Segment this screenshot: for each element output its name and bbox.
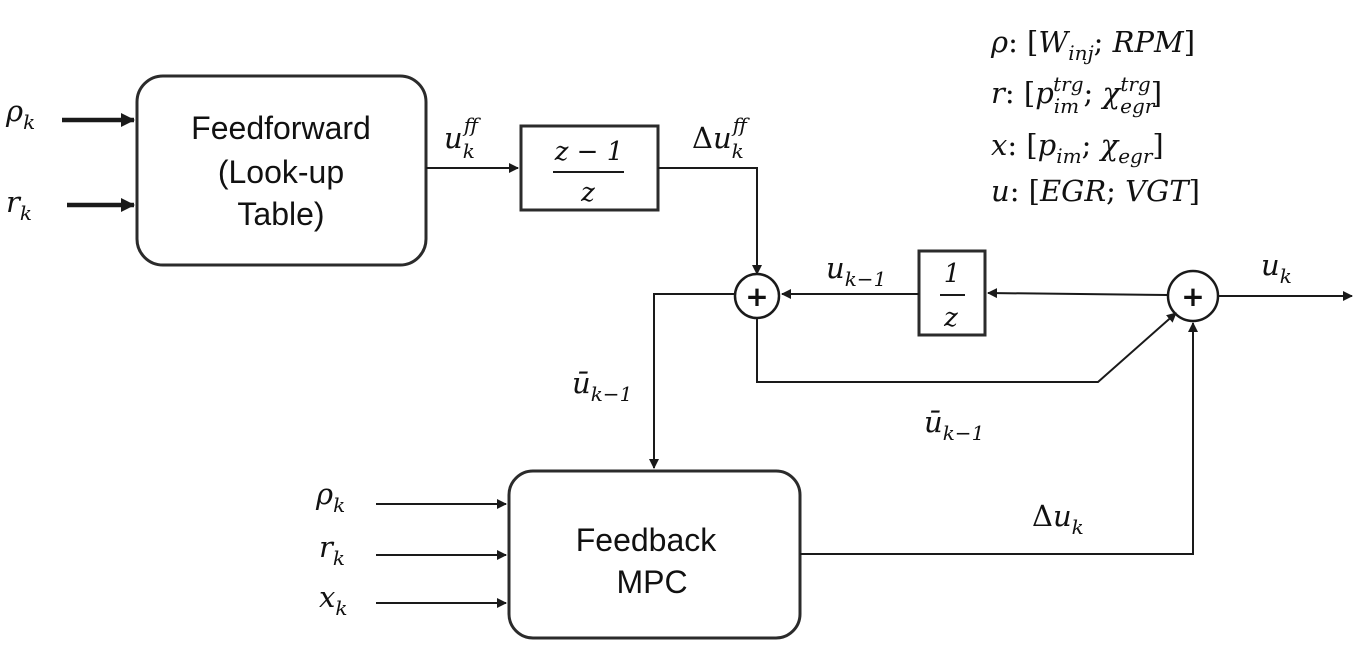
legend-x: x: [pim; χegr] xyxy=(991,128,1164,168)
legend-rho: ρ: [Winj; RPM] xyxy=(990,25,1195,65)
legend: ρ: [Winj; RPM] r: [pimtrg; χegrtrg] x: [… xyxy=(990,25,1200,208)
delta-uff-label: Δukff xyxy=(692,113,751,163)
ubar-to-mpc-wire xyxy=(649,293,735,469)
difference-block xyxy=(519,124,660,212)
feedforward-label-line2: (Look-up xyxy=(218,154,344,190)
r-label-ff: rk xyxy=(6,185,32,225)
delta-uff-wire xyxy=(658,167,762,275)
delta-u-wire xyxy=(800,322,1198,555)
ubar-to-mpc-label: ūk−1 xyxy=(572,366,632,406)
uk-to-delay-wire xyxy=(987,288,1169,299)
delay-block xyxy=(917,249,987,337)
delta-u-label: Δuk xyxy=(1032,499,1084,539)
feedforward-label-line3: Table) xyxy=(237,196,324,232)
uff-label: ukff xyxy=(444,113,482,163)
difference-numerator: z − 1 xyxy=(554,137,624,167)
summing-junction-1-plus: + xyxy=(745,280,768,313)
delay-numerator: 1 xyxy=(944,259,961,289)
feedback-mpc-label-line1: Feedback xyxy=(576,522,718,558)
feedforward-block xyxy=(135,74,428,267)
feedforward-label-line1: Feedforward xyxy=(191,110,371,146)
legend-u: u: [EGR; VGT] xyxy=(991,174,1200,208)
uk-output-label: uk xyxy=(1261,248,1292,288)
delay-denominator: z xyxy=(943,303,958,333)
rho-label-ff: ρk xyxy=(5,94,35,134)
feedback-mpc-label-line2: MPC xyxy=(616,564,687,600)
legend-r: r: [pimtrg; χegrtrg] xyxy=(991,72,1162,118)
ubar-to-sum2-wire xyxy=(756,312,1177,383)
ubar-to-sum2-label: ūk−1 xyxy=(924,405,984,445)
x-label-mpc: xk xyxy=(319,580,347,620)
summing-junction-2-plus: + xyxy=(1181,280,1204,313)
uprev-label: uk−1 xyxy=(826,251,886,291)
difference-denominator: z xyxy=(580,178,595,208)
r-label-mpc: rk xyxy=(319,530,345,570)
rho-label-mpc: ρk xyxy=(315,477,345,517)
